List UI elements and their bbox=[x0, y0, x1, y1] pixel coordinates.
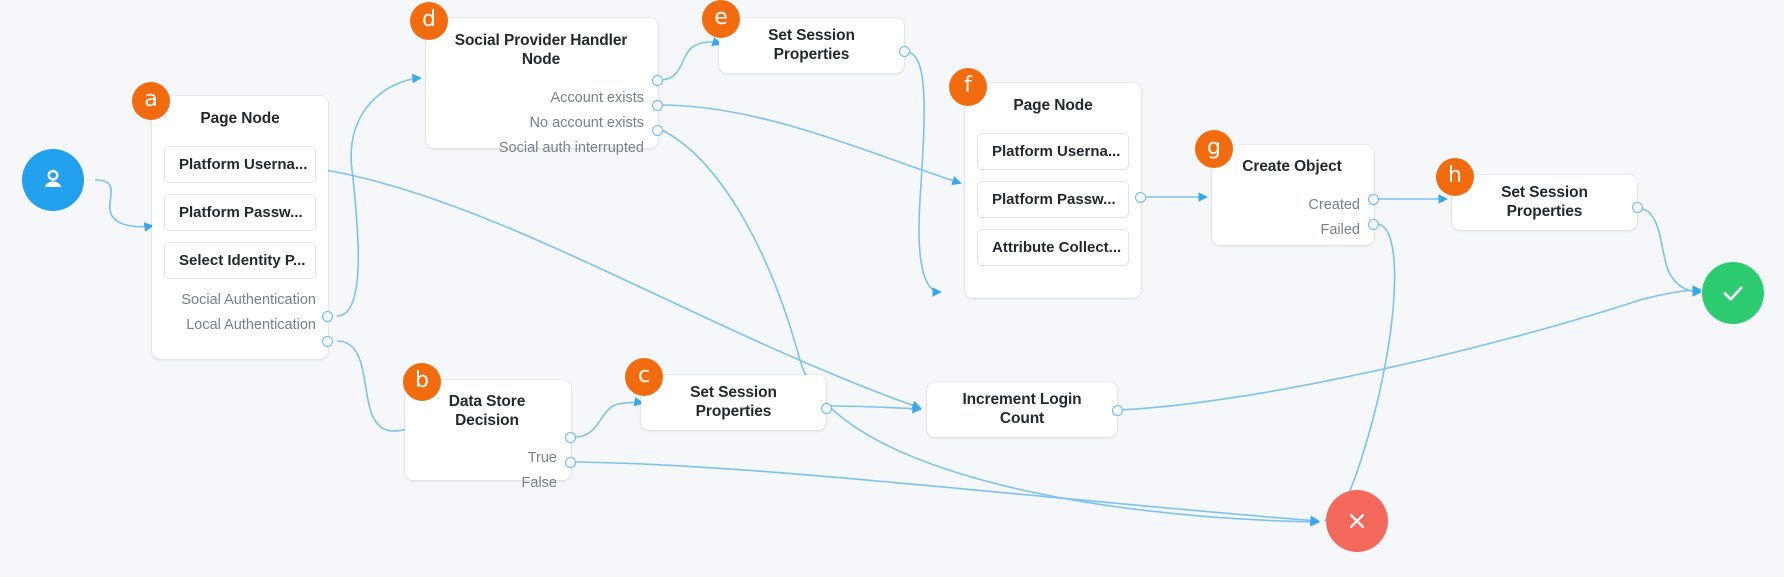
port-a-local-authentication[interactable] bbox=[322, 336, 333, 347]
node-b-output-true: True bbox=[527, 450, 557, 467]
node-a-field-username[interactable]: Platform Userna... bbox=[164, 145, 316, 183]
badge-h: h bbox=[1436, 158, 1474, 196]
badge-c: c bbox=[625, 358, 663, 396]
edge-h-to-success bbox=[1636, 207, 1702, 297]
edge-d-account-to-e bbox=[659, 37, 722, 81]
badge-d-label: d bbox=[422, 7, 436, 32]
port-d-social-auth-interrupted[interactable] bbox=[652, 125, 663, 136]
port-e-output[interactable] bbox=[899, 46, 910, 57]
node-increment-title: Increment Login Count bbox=[962, 390, 1082, 427]
node-b-output-false: False bbox=[521, 475, 557, 492]
badge-a: a bbox=[132, 82, 170, 120]
node-g-output-created: Created bbox=[1308, 196, 1360, 213]
success-endpoint[interactable] bbox=[1702, 262, 1764, 324]
check-icon bbox=[1723, 286, 1743, 301]
node-c-set-session-properties[interactable]: Set Session Properties bbox=[641, 375, 826, 430]
badge-b: b bbox=[403, 363, 441, 401]
badge-g: g bbox=[1195, 130, 1233, 168]
node-b-title: Data Store Decision bbox=[448, 393, 526, 429]
port-d-account-exists[interactable] bbox=[652, 75, 663, 86]
failure-endpoint[interactable] bbox=[1326, 490, 1388, 552]
node-a-output-local-authentication: Local Authentication bbox=[186, 316, 316, 333]
badge-h-label: h bbox=[1448, 163, 1462, 188]
node-f-page-node[interactable]: Page Node Platform Userna... Platform Pa… bbox=[965, 83, 1141, 298]
node-h-title: Set Session Properties bbox=[1501, 183, 1588, 220]
node-a-output-social-authentication: Social Authentication bbox=[181, 291, 316, 308]
edge-b-true-to-c bbox=[574, 397, 644, 438]
port-c-output[interactable] bbox=[821, 403, 832, 414]
node-f-field-password[interactable]: Platform Passw... bbox=[977, 180, 1129, 218]
node-d-social-provider-handler[interactable]: Social Provider Handler Node Account exi… bbox=[426, 18, 658, 156]
node-g-title: Create Object bbox=[1242, 158, 1342, 175]
edge-start-to-a bbox=[94, 179, 154, 232]
badge-d: d bbox=[410, 2, 448, 40]
user-icon bbox=[44, 169, 62, 187]
node-g-create-object[interactable]: Create Object Created Failed bbox=[1212, 145, 1374, 245]
edge-a-social-to-d bbox=[336, 73, 422, 317]
port-h-output[interactable] bbox=[1632, 202, 1643, 213]
edge-b-false-to-failure bbox=[574, 461, 1320, 526]
badge-f: f bbox=[949, 68, 987, 106]
node-h-set-session-properties[interactable]: Set Session Properties bbox=[1452, 175, 1637, 230]
badge-c-label: c bbox=[637, 363, 651, 388]
port-b-false[interactable] bbox=[565, 457, 576, 468]
edge-d-noaccount-to-f bbox=[659, 104, 962, 186]
badge-g-label: g bbox=[1207, 135, 1221, 160]
node-f-title: Page Node bbox=[1013, 97, 1093, 114]
badge-a-label: a bbox=[144, 87, 158, 112]
node-d-output-social-auth-interrupted: Social auth interrupted bbox=[498, 140, 644, 157]
node-a-field-identity-provider[interactable]: Select Identity P... bbox=[164, 241, 316, 279]
port-b-true[interactable] bbox=[565, 432, 576, 443]
node-d-title: Social Provider Handler Node bbox=[454, 32, 628, 68]
node-f-field-username[interactable]: Platform Userna... bbox=[977, 132, 1129, 170]
node-d-output-account-exists: Account exists bbox=[550, 90, 645, 107]
node-a-page-node[interactable]: Page Node Platform Userna... Platform Pa… bbox=[152, 96, 328, 359]
edge-e-to-success bbox=[905, 51, 942, 297]
edge-increment-to-success bbox=[1118, 285, 1702, 411]
port-f-output[interactable] bbox=[1135, 192, 1146, 203]
port-d-no-account-exists[interactable] bbox=[652, 100, 663, 111]
port-g-failed[interactable] bbox=[1368, 219, 1379, 230]
badge-f-label: f bbox=[964, 73, 972, 98]
edge-g-failed-to-failure bbox=[1324, 223, 1396, 523]
node-f-field-attribute-collector[interactable]: Attribute Collect... bbox=[977, 228, 1129, 266]
port-increment-output[interactable] bbox=[1112, 405, 1123, 416]
node-c-title: Set Session Properties bbox=[690, 383, 777, 420]
badge-b-label: b bbox=[415, 368, 429, 393]
node-a-field-password[interactable]: Platform Passw... bbox=[164, 193, 316, 231]
node-g-output-failed: Failed bbox=[1320, 221, 1361, 238]
badge-e-label: e bbox=[714, 5, 728, 30]
port-g-created[interactable] bbox=[1368, 194, 1379, 205]
node-e-set-session-properties[interactable]: Set Session Properties bbox=[719, 18, 904, 73]
badge-e: e bbox=[702, 0, 740, 38]
start-endpoint[interactable] bbox=[22, 149, 84, 211]
edge-c-to-increment bbox=[827, 403, 922, 414]
node-increment-login-count[interactable]: Increment Login Count bbox=[927, 382, 1117, 437]
port-a-social-authentication[interactable] bbox=[322, 311, 333, 322]
node-d-output-no-account-exists: No account exists bbox=[529, 115, 644, 132]
close-icon bbox=[1350, 514, 1364, 528]
node-a-title: Page Node bbox=[200, 110, 280, 127]
node-e-title: Set Session Properties bbox=[768, 26, 855, 63]
